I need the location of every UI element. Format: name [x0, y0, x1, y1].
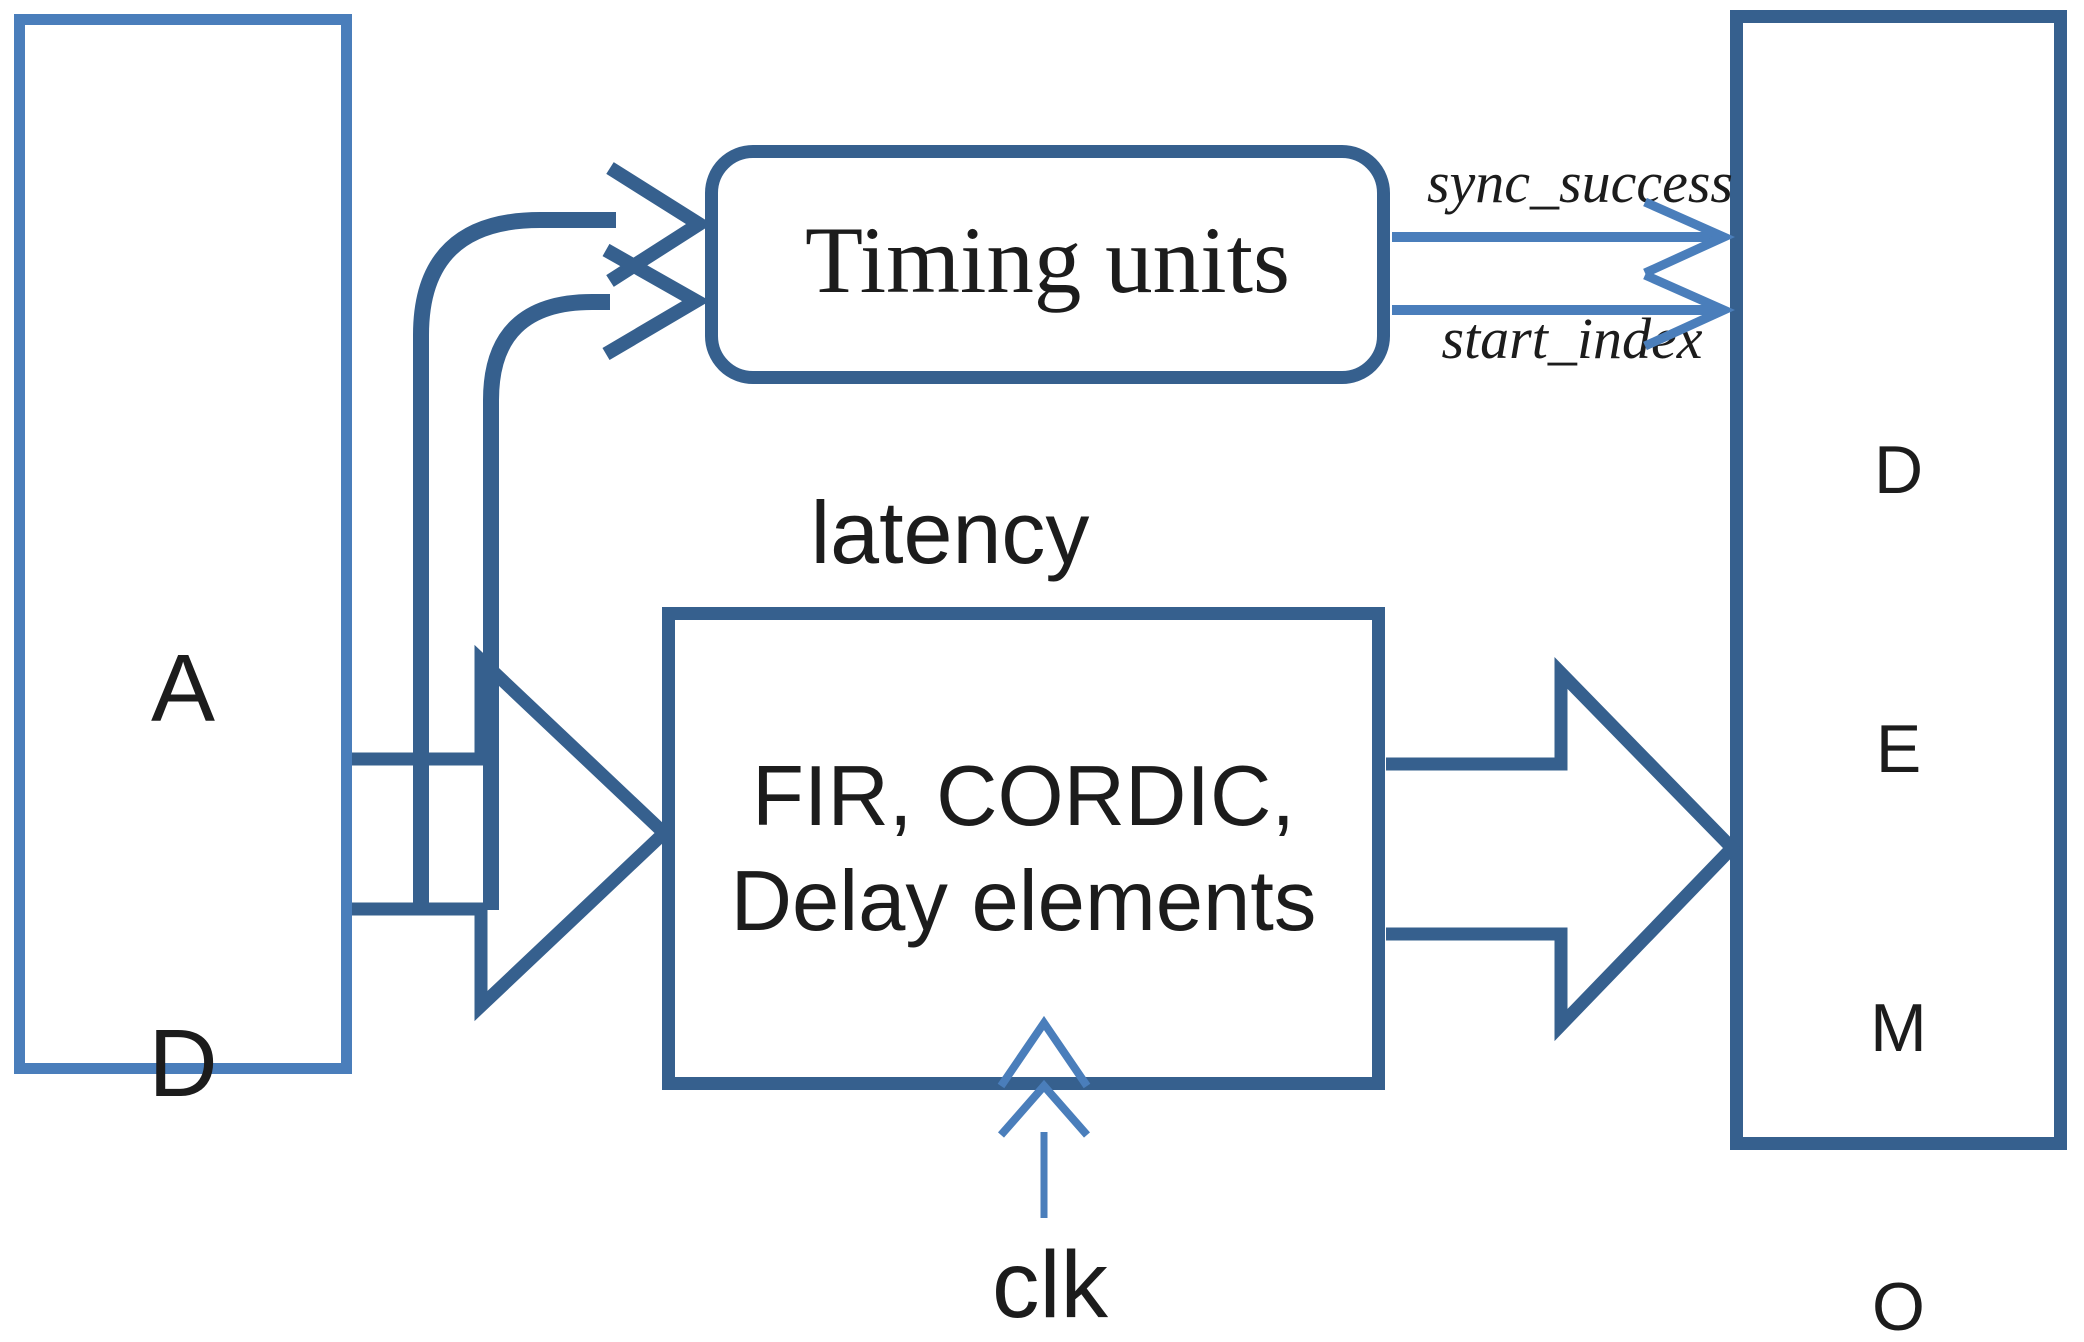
adc-letter: A [150, 635, 216, 742]
clk-arrowhead-lower [997, 1079, 1091, 1138]
sync-success-arrowhead [1643, 197, 1735, 278]
fir-cordic-label-line2: Delay elements [730, 853, 1317, 949]
demod-label: D E M O D [1730, 238, 2067, 1342]
adc-to-fir-block-arrow-fill [352, 660, 664, 1006]
sync-success-label: sync_success [1426, 150, 1733, 215]
adc-to-fir-block-arrow [352, 644, 674, 1022]
adc-block [14, 14, 352, 1074]
timing-units-block: Timing units [705, 145, 1390, 384]
adc-to-timing-curved-arrow-outer [413, 212, 616, 910]
demod-letter: D [1873, 432, 1924, 508]
fir-to-demod-block-arrow [1386, 657, 1742, 1042]
clk-label: clk [991, 1232, 1109, 1338]
timing-units-label: Timing units [805, 207, 1290, 313]
adc-to-timing-curved-arrow-inner [483, 294, 610, 910]
adc-letter: D [148, 1010, 218, 1117]
clk-arrowhead-upper [997, 1015, 1091, 1089]
demod-letter: E [1875, 711, 1922, 787]
adc-label: A D C [14, 376, 352, 1342]
demod-letter: M [1870, 990, 1927, 1066]
fir-cordic-block: FIR, CORDIC, Delay elements [662, 607, 1385, 1090]
adc-to-timing-arrowhead-inner [602, 243, 710, 361]
start-index-arrowhead [1643, 270, 1735, 351]
fir-cordic-label-line1: FIR, CORDIC, [751, 748, 1296, 844]
latency-label: latency [810, 483, 1090, 582]
demod-block [1730, 10, 2067, 1150]
demod-letter: O [1872, 1269, 1925, 1342]
